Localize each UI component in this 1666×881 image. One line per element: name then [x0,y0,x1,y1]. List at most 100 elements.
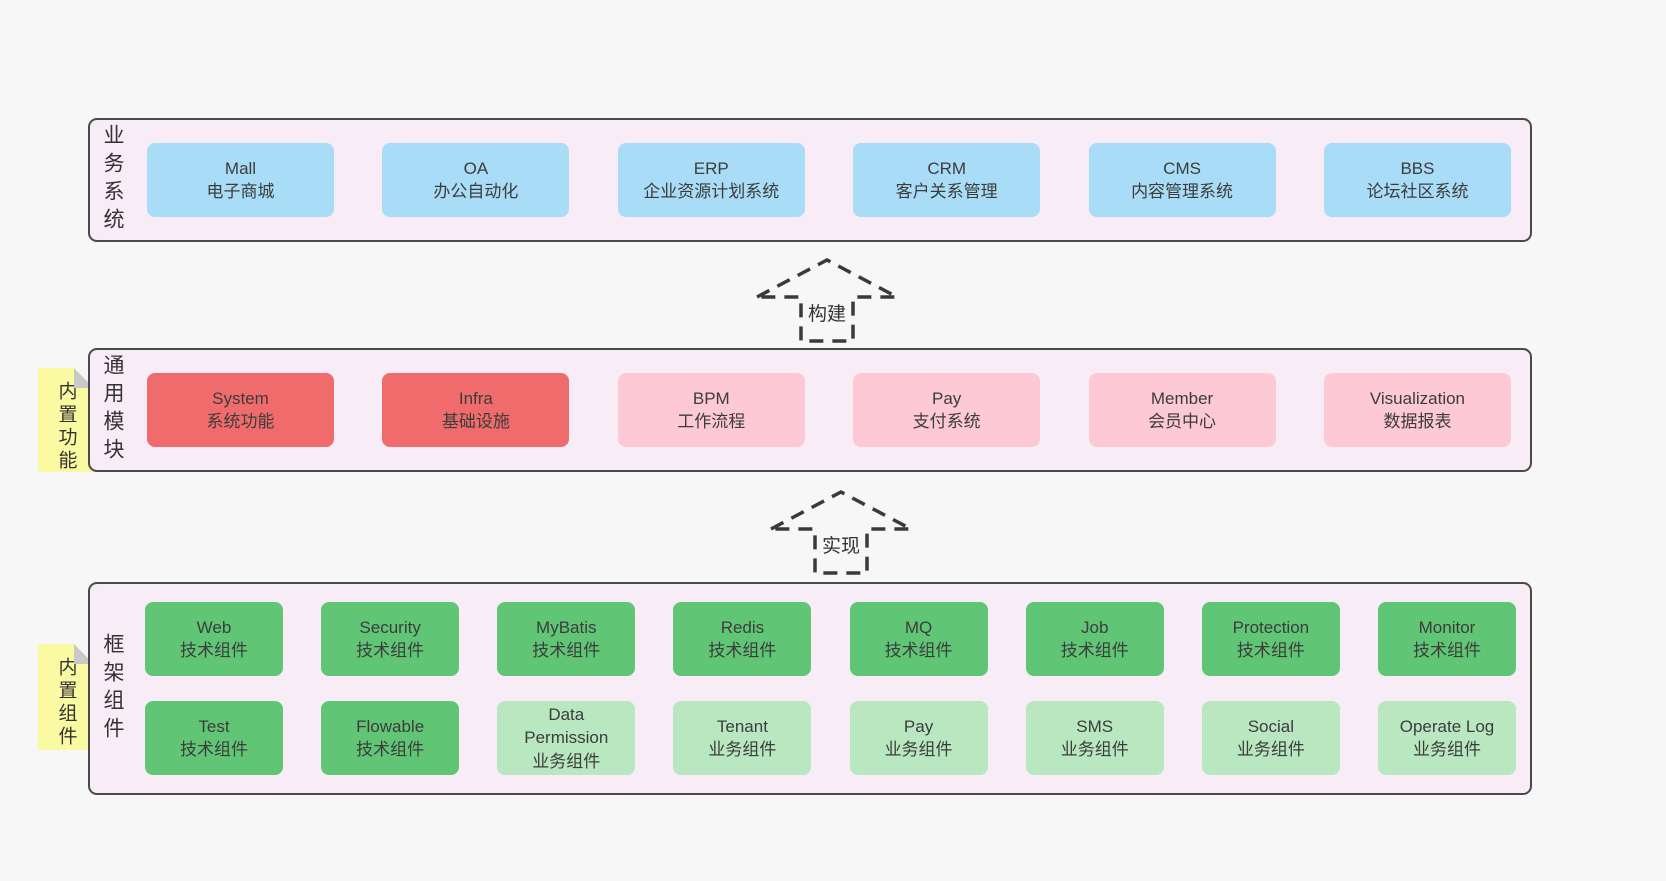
box-mybatis: MyBatis 技术组件 [497,602,636,676]
common-modules-label: 通用模块 [101,354,124,466]
box-subtitle: 技术组件 [1412,641,1481,660]
box-tenant: Tenant 业务组件 [673,701,812,775]
box-subtitle: 基础设施 [441,412,510,431]
box-bbs: BBS 论坛社区系统 [1323,143,1511,217]
box-title: System [212,388,269,408]
box-subtitle: 技术组件 [1060,641,1129,660]
box-title: BPM [692,388,730,408]
dashed-up-arrow-icon [756,258,898,343]
box-subtitle: 系统功能 [206,412,275,431]
box-monitor: Monitor 技术组件 [1377,602,1516,676]
box-title: Test [198,716,230,736]
box-title: Operate Log [1399,716,1495,736]
components-row-1: Web 技术组件 Security 技术组件 MyBatis 技术组件 Redi… [145,602,1516,676]
box-title: MyBatis [536,617,597,637]
framework-components-panel: 框架组件 Web 技术组件 Security 技术组件 MyBatis 技术组件… [88,582,1532,795]
box-subtitle: 工作流程 [677,412,746,431]
box-mall: Mall 电子商城 [147,143,334,217]
box-subtitle: 业务组件 [1412,740,1481,759]
implement-arrow: 实现 [766,488,916,576]
box-title: Data Permission [524,704,609,748]
box-title: OA [463,158,489,178]
framework-components-rows: Web 技术组件 Security 技术组件 MyBatis 技术组件 Redi… [145,602,1516,775]
box-subtitle: 技术组件 [884,641,953,660]
box-subtitle: 客户关系管理 [895,182,998,201]
box-title: Visualization [1369,388,1466,408]
box-test: Test 技术组件 [145,701,283,775]
box-cms: CMS 内容管理系统 [1088,143,1276,217]
box-mq: MQ 技术组件 [849,602,988,676]
box-subtitle: 技术组件 [708,641,777,660]
box-title: BBS [1400,158,1435,178]
box-title: Web [196,617,232,637]
box-subtitle: 业务组件 [708,740,777,759]
box-erp: ERP 企业资源计划系统 [617,143,805,217]
box-security: Security 技术组件 [321,602,460,676]
box-title: MQ [904,617,933,637]
box-redis: Redis 技术组件 [673,602,812,676]
box-subtitle: 技术组件 [532,641,601,660]
box-title: Mall [224,158,257,178]
box-title: CRM [927,158,967,178]
box-subtitle: 业务组件 [532,751,601,771]
box-title: Social [1247,716,1294,736]
box-subtitle: 技术组件 [356,641,425,660]
box-title: Member [1150,388,1214,408]
box-subtitle: 技术组件 [356,740,425,759]
box-subtitle: 业务组件 [1236,740,1305,759]
box-web: Web 技术组件 [145,602,283,676]
box-title: CMS [1163,158,1201,178]
box-job: Job 技术组件 [1025,602,1164,676]
builtin-components-note: 内置组件 [38,644,94,750]
framework-components-label: 框架组件 [101,632,124,745]
box-title: Pay [932,388,962,408]
box-social: Social 业务组件 [1201,701,1340,775]
box-data-permission: Data Permission 业务组件 [497,701,636,775]
box-title: Security [359,617,421,637]
box-pay-component: Pay 业务组件 [849,701,988,775]
box-title: Tenant [716,716,768,736]
box-infra: Infra 基础设施 [382,373,570,447]
box-oa: OA 办公自动化 [382,143,570,217]
box-subtitle: 数据报表 [1383,412,1452,431]
box-subtitle: 支付系统 [912,412,981,431]
box-title: Protection [1232,617,1310,637]
box-subtitle: 技术组件 [180,740,248,759]
box-title: Monitor [1418,617,1476,637]
box-bpm: BPM 工作流程 [617,373,805,447]
box-protection: Protection 技术组件 [1201,602,1340,676]
box-pay-module: Pay 支付系统 [853,373,1041,447]
builtin-components-note-label: 内置组件 [55,657,77,749]
box-subtitle: 技术组件 [1236,641,1305,660]
dashed-up-arrow-icon [770,490,912,575]
box-title: Flowable [356,716,425,736]
build-arrow: 构建 [752,256,902,344]
builtin-features-note: 内置功能 [38,368,94,472]
box-subtitle: 技术组件 [180,641,248,660]
box-operate-log: Operate Log 业务组件 [1377,701,1516,775]
box-subtitle: 企业资源计划系统 [643,182,780,201]
box-subtitle: 会员中心 [1148,412,1217,431]
box-crm: CRM 客户关系管理 [853,143,1041,217]
business-systems-boxes: Mall 电子商城 OA 办公自动化 ERP 企业资源计划系统 CRM 客户关系… [147,143,1511,217]
box-title: Redis [720,617,765,637]
box-title: Job [1080,617,1109,637]
box-flowable: Flowable 技术组件 [321,701,460,775]
box-title: Infra [458,388,493,408]
implement-arrow-label: 实现 [818,530,864,559]
business-systems-label: 业务系统 [101,124,124,236]
box-subtitle: 电子商城 [206,182,275,201]
box-subtitle: 内容管理系统 [1131,182,1234,201]
common-modules-boxes: System 系统功能 Infra 基础设施 BPM 工作流程 Pay 支付系统… [147,373,1511,447]
box-subtitle: 论坛社区系统 [1366,182,1469,201]
business-systems-panel: 业务系统 Mall 电子商城 OA 办公自动化 ERP 企业资源计划系统 CRM… [88,118,1532,242]
common-modules-panel: 通用模块 System 系统功能 Infra 基础设施 BPM 工作流程 Pay… [88,348,1532,472]
box-visualization: Visualization 数据报表 [1323,373,1511,447]
components-row-2: Test 技术组件 Flowable 技术组件 Data Permission … [145,701,1516,775]
box-system: System 系统功能 [147,373,334,447]
box-subtitle: 业务组件 [1060,740,1129,759]
box-member: Member 会员中心 [1088,373,1276,447]
box-title: SMS [1076,716,1114,736]
builtin-features-note-label: 内置功能 [55,381,77,473]
